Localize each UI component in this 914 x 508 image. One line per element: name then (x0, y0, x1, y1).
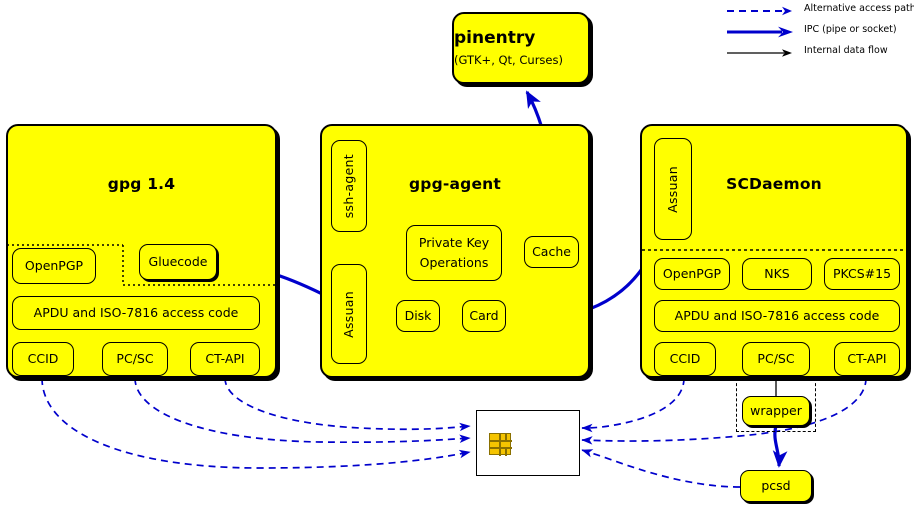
node-scd-assuan[interactable]: Assuan (654, 138, 692, 240)
gpg-openpgp-label: OpenPGP (24, 257, 84, 273)
node-scd-pkcs15[interactable]: PKCS#15 (824, 258, 900, 290)
gpg-gluecode-label: Gluecode (148, 253, 208, 269)
legend-label-internal-flow: Internal data flow (804, 45, 888, 56)
pinentry-subtitle: (GTK+, Qt, Curses) (454, 53, 563, 68)
node-agent-card[interactable]: Card (462, 300, 506, 332)
agent-ssh-agent-label: ssh-agent (340, 153, 356, 219)
node-scd-openpgp[interactable]: OpenPGP (654, 258, 730, 290)
node-agent-disk[interactable]: Disk (396, 300, 440, 332)
legend-item-alt-paths: Alternative access paths (722, 2, 914, 20)
node-agent-cache[interactable]: Cache (524, 236, 579, 268)
node-agent-ssh-agent[interactable]: ssh-agent (331, 140, 367, 232)
scd-nks-label: NKS (764, 265, 790, 281)
scd-assuan-label: Assuan (664, 165, 680, 213)
agent-card-label: Card (469, 307, 499, 323)
pinentry-title: pinentry (454, 27, 536, 48)
legend-item-ipc: IPC (pipe or socket) (722, 23, 914, 41)
legend-swatch-dashed-arrow (727, 6, 792, 16)
gpg-ccid-label: CCID (27, 350, 59, 366)
legend-swatch-thin-arrow (727, 49, 792, 57)
agent-pko-line2: Operations (419, 254, 489, 270)
node-scd-nks[interactable]: NKS (742, 258, 812, 290)
scd-ctapi-label: CT-API (847, 350, 887, 366)
wrapper-dashed-region (736, 378, 816, 432)
scdaemon-title: SCDaemon (726, 175, 822, 193)
ipc-wrapper-to-pcsd (772, 425, 788, 468)
scd-ccid-label: CCID (669, 350, 701, 366)
node-wrapper[interactable]: wrapper (742, 396, 810, 426)
node-gpg-pcsc[interactable]: PC/SC (102, 342, 168, 376)
node-scd-ctapi[interactable]: CT-API (834, 342, 900, 376)
agent-cache-label: Cache (532, 243, 571, 259)
node-scd-pcsc[interactable]: PC/SC (742, 342, 810, 376)
altpaths-right (581, 377, 867, 488)
pcsd-label: pcsd (761, 477, 791, 493)
legend: Alternative access paths IPC (pipe or so… (722, 2, 914, 58)
legend-item-internal-flow: Internal data flow (722, 44, 914, 62)
gpg-title: gpg 1.4 (107, 175, 176, 193)
node-gpg-gluecode[interactable]: Gluecode (139, 244, 217, 280)
legend-label-alt-paths: Alternative access paths (804, 3, 914, 14)
node-scd-ccid[interactable]: CCID (654, 342, 716, 376)
node-gpg-apdu[interactable]: APDU and ISO-7816 access code (12, 296, 260, 330)
node-gpg-ctapi[interactable]: CT-API (190, 342, 260, 376)
node-agent-private-key-operations[interactable]: Private Key Operations (406, 225, 502, 281)
smartcard-chip-icon (489, 433, 512, 456)
gpg-agent-title: gpg-agent (408, 175, 502, 193)
agent-disk-label: Disk (404, 307, 432, 323)
gpg-pcsc-label: PC/SC (116, 350, 154, 366)
wrapper-label: wrapper (750, 402, 802, 418)
node-gpg-openpgp[interactable]: OpenPGP (12, 248, 96, 284)
scd-pkcs15-label: PKCS#15 (832, 265, 892, 281)
legend-label-ipc: IPC (pipe or socket) (804, 24, 897, 35)
agent-assuan-label: Assuan (340, 290, 356, 338)
node-pcsd[interactable]: pcsd (740, 470, 812, 502)
node-scd-apdu[interactable]: APDU and ISO-7816 access code (654, 300, 900, 332)
gpg-ctapi-label: CT-API (205, 350, 245, 366)
legend-swatch-thick-arrow (727, 26, 793, 38)
node-gpg-ccid[interactable]: CCID (12, 342, 74, 376)
node-smartcard[interactable] (476, 410, 580, 476)
gpg-apdu-label: APDU and ISO-7816 access code (33, 304, 239, 320)
node-agent-assuan[interactable]: Assuan (331, 264, 367, 364)
altpaths-left (41, 377, 471, 469)
scd-openpgp-label: OpenPGP (662, 265, 722, 281)
node-pinentry[interactable]: pinentry (GTK+, Qt, Curses) (452, 12, 590, 84)
scd-apdu-label: APDU and ISO-7816 access code (674, 307, 880, 323)
agent-pko-line1: Private Key (418, 235, 490, 251)
scd-pcsc-label: PC/SC (757, 350, 795, 366)
